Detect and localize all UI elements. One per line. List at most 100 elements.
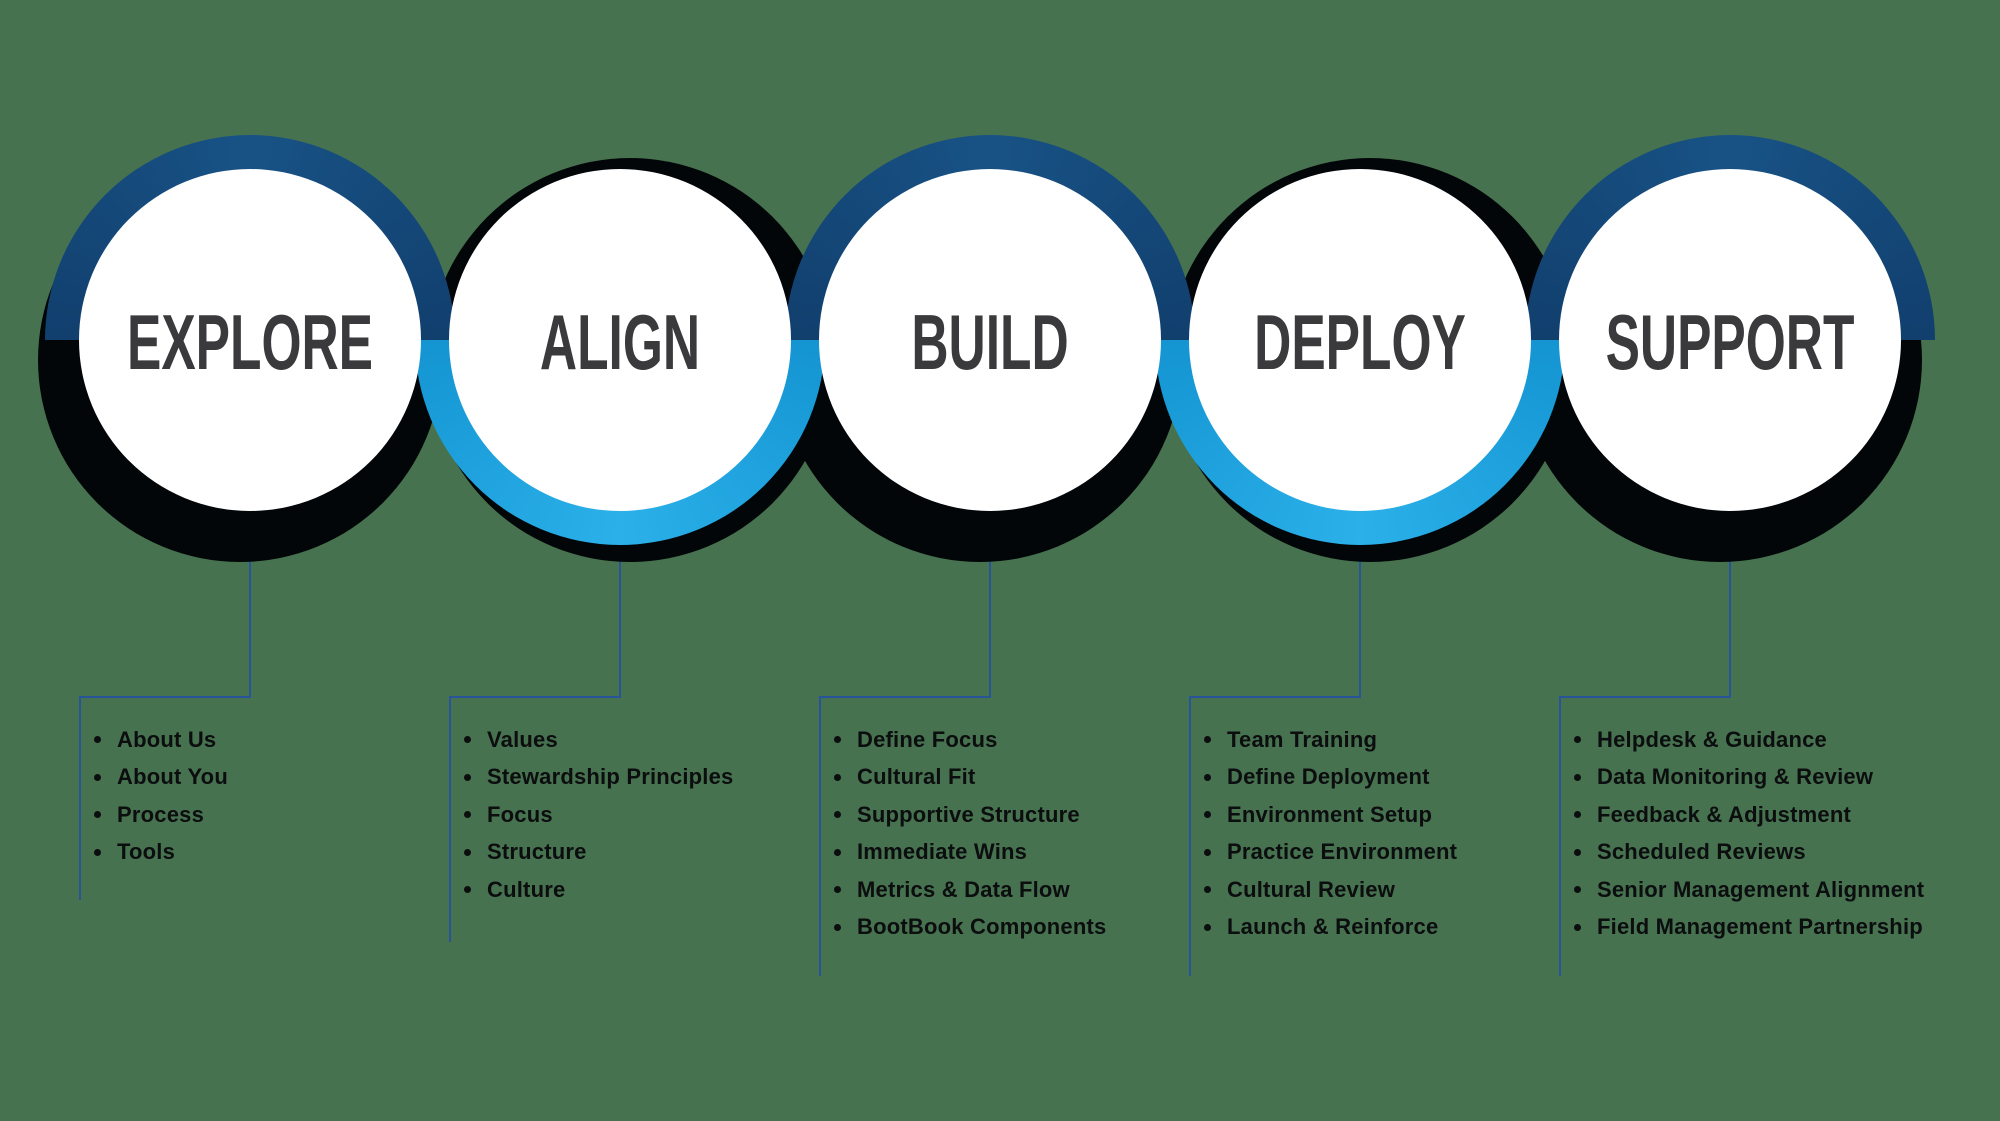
list-item-text: Metrics & Data Flow — [857, 876, 1070, 902]
stage-support: SUPPORT Helpdesk & Guidance Data Monitor… — [1518, 0, 1935, 1121]
list-item: Process — [94, 796, 228, 834]
list-item-text: Structure — [487, 839, 587, 865]
bullet-dot — [1204, 773, 1211, 781]
list-item: Metrics & Data Flow — [834, 871, 1106, 909]
connector-drop-line — [619, 512, 621, 698]
list-item: Immediate Wins — [834, 834, 1106, 872]
bullet-dot — [834, 773, 841, 781]
list-item-text: Team Training — [1227, 726, 1378, 752]
list-item: Field Management Partnership — [1574, 909, 1924, 947]
bullet-dot — [1574, 848, 1581, 856]
list-item-text: Field Management Partnership — [1597, 914, 1923, 940]
bullet-dot — [834, 848, 841, 856]
list-item: Launch & Reinforce — [1204, 909, 1457, 947]
list-item: Focus — [464, 796, 733, 834]
list-item: Define Focus — [834, 721, 1106, 759]
bullet-dot — [834, 736, 841, 744]
list-item: Culture — [464, 871, 733, 909]
list-item-text: Cultural Fit — [857, 764, 976, 790]
list-item: About Us — [94, 721, 228, 759]
list-item: Tools — [94, 834, 228, 872]
connector-horizontal-line — [79, 696, 251, 698]
bullet-dot — [1574, 736, 1581, 744]
list-item-text: About You — [117, 764, 228, 790]
list-item: Supportive Structure — [834, 796, 1106, 834]
list-item-text: BootBook Components — [857, 914, 1107, 940]
list-item-text: Senior Management Alignment — [1597, 876, 1925, 902]
list-item: Cultural Fit — [834, 759, 1106, 797]
list-item: BootBook Components — [834, 909, 1106, 947]
connector-horizontal-line — [1189, 696, 1361, 698]
list-item-text: Practice Environment — [1227, 839, 1458, 865]
list-item-text: Tools — [117, 839, 176, 865]
connector-drop-line — [1729, 512, 1731, 698]
stage-list: Values Stewardship Principles Focus Stru… — [464, 721, 733, 909]
list-item-text: Immediate Wins — [857, 839, 1028, 865]
stage-title: SUPPORT — [1605, 298, 1855, 386]
connector-horizontal-line — [449, 696, 621, 698]
bullet-dot — [1574, 886, 1581, 894]
bullet-dot — [1204, 811, 1211, 819]
circle-face — [819, 169, 1161, 511]
connector-drop-line — [989, 512, 991, 698]
list-item-text: Values — [487, 726, 558, 752]
stage-title: DEPLOY — [1254, 298, 1466, 386]
connector-horizontal-line — [819, 696, 991, 698]
list-item: Helpdesk & Guidance — [1574, 721, 1924, 759]
list-item: Stewardship Principles — [464, 759, 733, 797]
bullet-dot — [1204, 848, 1211, 856]
bullet-dot — [464, 773, 471, 781]
list-item-text: Process — [117, 801, 205, 827]
stage-build: BUILD Define Focus Cultural Fit Supporti… — [778, 0, 1195, 1121]
stage-list: Define Focus Cultural Fit Supportive Str… — [834, 721, 1106, 946]
circle-face — [1189, 169, 1531, 511]
stage-deploy: DEPLOY Team Training Define Deployment E… — [1155, 0, 1572, 1121]
list-item-text: About Us — [117, 726, 217, 752]
bullet-dot — [834, 923, 841, 931]
bullet-dot — [1574, 773, 1581, 781]
connector-drop-line — [249, 512, 251, 698]
stage-explore: EXPLORE About Us About You Process Tools — [38, 0, 455, 1121]
list-item: Feedback & Adjustment — [1574, 796, 1924, 834]
list-item: Data Monitoring & Review — [1574, 759, 1924, 797]
list-item-text: Supportive Structure — [857, 801, 1080, 827]
bullet-dot — [1574, 923, 1581, 931]
connector-vertical-line — [79, 696, 81, 900]
connector-horizontal-line — [1559, 696, 1731, 698]
connector-vertical-line — [1559, 696, 1561, 976]
bullet-dot — [1204, 923, 1211, 931]
list-item: Practice Environment — [1204, 834, 1457, 872]
list-item: Values — [464, 721, 733, 759]
stage-list: Team Training Define Deployment Environm… — [1204, 721, 1457, 946]
connector-vertical-line — [449, 696, 451, 942]
list-item: Structure — [464, 834, 733, 872]
stage-align: ALIGN Values Stewardship Principles Focu… — [415, 0, 832, 1121]
bullet-dot — [1204, 736, 1211, 744]
connector-vertical-line — [1189, 696, 1191, 976]
circle-face — [79, 169, 421, 511]
circle-face — [449, 169, 791, 511]
bullet-dot — [1574, 811, 1581, 819]
list-item-text: Scheduled Reviews — [1597, 839, 1806, 865]
list-item-text: Focus — [487, 801, 553, 827]
bullet-dot — [94, 811, 101, 819]
list-item-text: Define Focus — [857, 726, 998, 752]
bullet-dot — [94, 848, 101, 856]
list-item-text: Define Deployment — [1227, 764, 1430, 790]
list-item: Define Deployment — [1204, 759, 1457, 797]
list-item: Senior Management Alignment — [1574, 871, 1924, 909]
stage-title: BUILD — [911, 298, 1069, 386]
bullet-dot — [1204, 886, 1211, 894]
list-item: Environment Setup — [1204, 796, 1457, 834]
list-item-text: Launch & Reinforce — [1227, 914, 1439, 940]
bullet-dot — [834, 811, 841, 819]
circle-face — [1559, 169, 1901, 511]
connector-drop-line — [1359, 512, 1361, 698]
bullet-dot — [464, 848, 471, 856]
list-item-text: Feedback & Adjustment — [1597, 801, 1851, 827]
list-item: Cultural Review — [1204, 871, 1457, 909]
stage-title: ALIGN — [539, 298, 701, 386]
bullet-dot — [94, 736, 101, 744]
list-item-text: Culture — [487, 876, 566, 902]
